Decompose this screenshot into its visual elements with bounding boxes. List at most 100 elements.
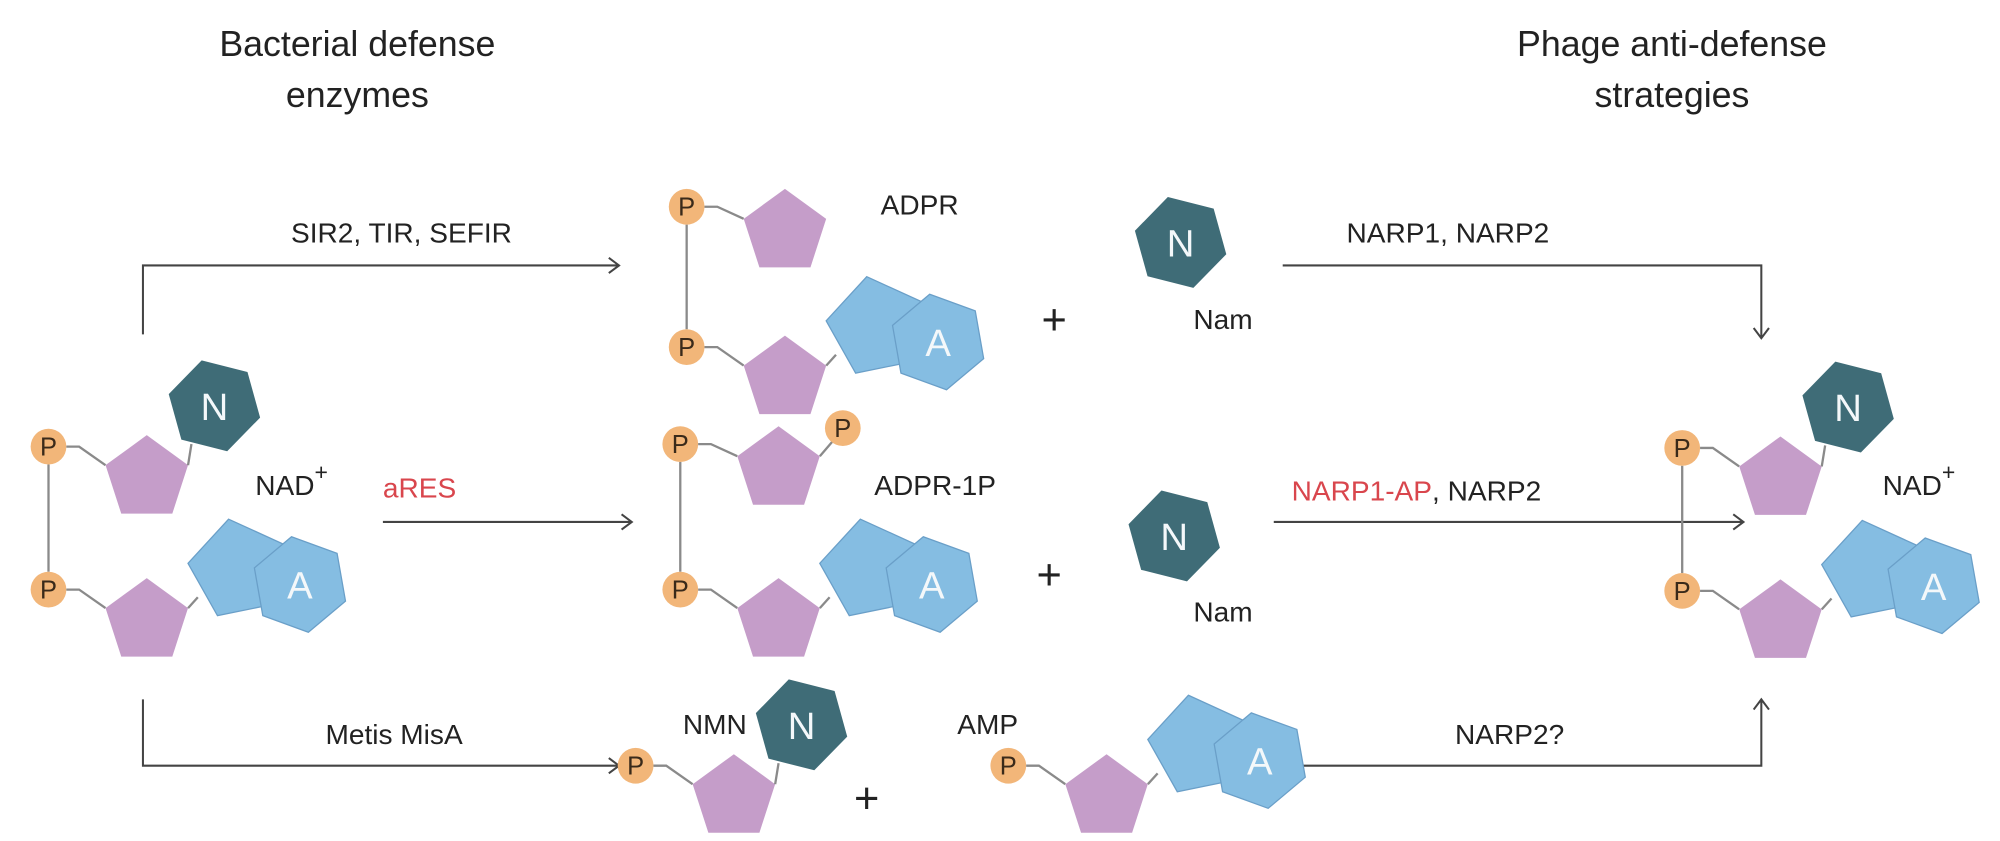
label-narp2-question: NARP2? [1455,719,1564,750]
adenine-label: A [925,322,951,365]
bond-line [187,596,199,609]
label-metis-misa: Metis MisA [325,719,462,750]
phosphate-circle [662,571,699,608]
label-ares: aRES [383,473,456,504]
bond-line [66,588,107,610]
adenine-label: A [919,565,945,608]
bond-line [1700,589,1740,611]
label-sir2-tir-sefir: SIR2, TIR, SEFIR [291,217,512,248]
plus-top: + [1042,296,1067,344]
bond-line [704,345,745,367]
nicotinamide-label: N [788,705,816,748]
adenine-hexagon [1213,712,1306,810]
label-nam-top: Nam [1193,304,1252,335]
nicotinamide-hexagon [1128,490,1220,582]
ribose-pentagon [105,435,189,514]
arrow-narp-bottom [1282,697,1770,767]
plus-bottom: + [854,775,879,823]
nam-middle-molecule: N [1128,490,1220,582]
nicotinamide-label: N [201,386,229,429]
label-nmn: NMN [683,709,747,740]
labels: Bacterial defense enzymes Phage anti-def… [219,24,1955,823]
nad-right-molecule: P N P A [1664,361,1980,658]
ribose-pentagon [743,335,827,415]
bond-line [1026,764,1066,786]
label-narp1ap-narp2: NARP1-AP, NARP2 [1292,475,1542,506]
phosphate-label: P [627,753,644,781]
nad-left-molecule: P N P A [30,360,347,657]
nicotinamide-hexagon [1134,197,1227,288]
ribose-pentagon [737,426,820,505]
label-narp1-ap: NARP1-AP [1292,475,1432,506]
bond-line [825,354,837,367]
label-narp1-narp2: NARP1, NARP2 [1347,217,1550,248]
left-title-line2: enzymes [286,75,429,115]
bond-line [653,764,694,786]
label-narp2: , NARP2 [1432,475,1541,506]
phosphate-circle [662,426,699,462]
bond-line [774,762,780,785]
nmn-molecule: PN [617,679,848,833]
phosphate-circle [30,428,67,465]
nicotinamide-hexagon [168,360,261,452]
nad-right-charge: + [1942,459,1955,485]
ribose-pentagon [692,754,776,833]
label-nam-middle: Nam [1193,596,1252,627]
bond-line [698,588,738,610]
phosphate-label: P [672,577,689,605]
arrow-narp-middle [1273,513,1746,531]
adenine-label: A [1921,566,1947,609]
phosphate-label: P [1674,435,1691,463]
ribose-pentagon [1739,579,1822,658]
phosphate-label: P [834,415,851,443]
ribose-pentagon [1739,436,1822,515]
arrow-sir2 [141,256,621,335]
bond-line [818,596,831,609]
phosphate-label: P [678,194,695,222]
label-nad-right: NAD+ [1883,459,1956,501]
bond-line [704,205,745,220]
arrow-narp-top [1282,264,1770,340]
phosphate-label: P [672,431,689,459]
phosphate-label: P [40,577,57,605]
nicotinamide-label: N [1167,223,1195,266]
phosphate-circle [668,329,705,365]
arrow-ares [382,513,634,531]
phosphate-circle [668,188,705,225]
nicotinamide-hexagon [755,679,848,771]
nad-right-text: NAD [1883,470,1942,501]
phosphate-circle [30,571,67,608]
label-amp: AMP [957,709,1018,740]
ribose-pentagon [105,578,189,657]
ribose-pentagon [737,578,820,657]
bond-line [1820,597,1833,611]
bond-line [1700,446,1740,468]
phosphate-label: P [1674,578,1691,606]
bond-line [1820,445,1827,467]
ribose-pentagon [1065,754,1148,833]
nicotinamide-label: N [1834,387,1862,430]
label-adpr-1p: ADPR-1P [874,470,996,501]
right-title-line1: Phage anti-defense [1517,24,1827,64]
plus-middle: + [1036,552,1061,600]
adenine-label: A [287,565,313,608]
left-title-line1: Bacterial defense [219,24,495,64]
label-adpr: ADPR [881,189,959,220]
phosphate-label: P [40,434,57,462]
bond-line [66,445,107,467]
bond-line [698,442,738,458]
adpr-molecule: P P A [668,188,985,415]
bond-line [186,443,193,466]
adenine-hexagon [1887,537,1980,635]
nicotinamide-hexagon [1802,361,1894,453]
nad-left-charge: + [315,459,328,485]
phosphate-circle [617,747,654,784]
label-nad-left: NAD+ [255,459,328,501]
bond-line [1146,772,1159,785]
phosphate-label: P [678,334,695,362]
adenine-hexagon [253,536,347,633]
phosphate-circle [990,747,1027,784]
